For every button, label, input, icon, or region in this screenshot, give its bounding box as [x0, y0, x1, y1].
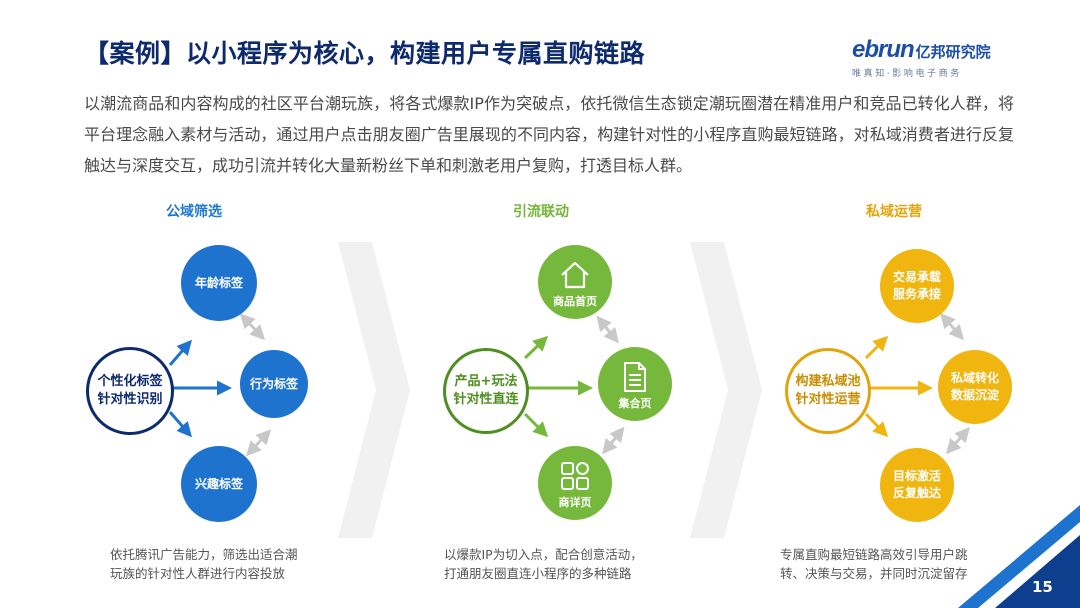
logo-wordmark: ebrun [852, 36, 915, 63]
caption-traffic: 以爆款IP为切入点，配合创意活动， 打通朋友圈直连小程序的多种链路 [444, 545, 643, 583]
node-label-line2: 数据沉淀 [950, 388, 999, 402]
chevron-divider-1 [338, 242, 410, 538]
node-behavior-tag: 行为标签 [240, 350, 308, 418]
center-node-traffic: 产品+玩法 针对性直连 [443, 348, 529, 434]
caption-line2: 玩族的针对性人群进行内容投放 [110, 566, 286, 581]
node-label-line1: 目标激活 [892, 469, 941, 483]
caption-line1: 依托腾讯广告能力，筛选出适合潮 [110, 547, 298, 562]
arrow-green-up [523, 335, 549, 360]
center-node-public: 个性化标签 针对性识别 [86, 347, 174, 435]
node-label-line2: 服务承接 [892, 287, 941, 301]
corner-stripe-1 [958, 505, 1080, 608]
node-label: 年龄标签 [194, 275, 243, 290]
node-detail-page: 商详页 [538, 446, 612, 520]
caption-line1: 以爆款IP为切入点，配合创意活动， [444, 547, 643, 562]
node-age-tag: 年龄标签 [181, 245, 257, 321]
center-label-line2: 针对性识别 [97, 392, 163, 407]
page-title: 【案例】以小程序为核心，构建用户专属直购链路 [84, 39, 646, 68]
arrow-gold-down [864, 412, 889, 438]
node-conversion-data: 私域转化 数据沉淀 [938, 350, 1012, 424]
node-activation-reach: 目标激活 反复触达 [880, 448, 954, 522]
node-label: 兴趣标签 [194, 476, 243, 491]
node-label: 行为标签 [249, 376, 298, 391]
center-label-line1: 个性化标签 [97, 374, 163, 389]
arrow-gold-up [864, 335, 889, 360]
grid-icon [556, 458, 594, 494]
logo-chinese-name: 亿邦研究院 [915, 43, 991, 61]
corner-stripe-2 [995, 535, 1080, 608]
center-node-private: 构建私域池 针对性运营 [785, 348, 871, 434]
center-label-line1: 构建私域池 [795, 374, 861, 389]
link-blue-bottom [245, 429, 272, 457]
link-green-bottom [602, 426, 625, 455]
link-gold-top [940, 312, 964, 341]
page-number: 15 [1032, 578, 1053, 596]
column-title-traffic: 引流联动 [513, 204, 569, 220]
link-blue-top [239, 313, 266, 341]
center-label-line2: 针对性运营 [795, 392, 861, 407]
house-icon [556, 257, 594, 293]
caption-line1: 专属直购最短链路高效引导用户跳 [780, 547, 968, 562]
node-transaction-service: 交易承载 服务承接 [880, 249, 954, 323]
arrow-blue-down [168, 411, 192, 438]
node-label-line1: 私域转化 [950, 371, 999, 385]
center-label-line2: 针对性直连 [453, 392, 519, 407]
document-icon [616, 359, 654, 395]
logo-slogan: 唯真知·影响电子商务 [852, 69, 962, 79]
intro-paragraph: 以潮流商品和内容构成的社区平台潮玩族，将各式爆款IP作为突破点，依托微信生态锁定… [84, 94, 1014, 175]
caption-line2: 转、决策与交易，并同时沉淀留存 [780, 566, 968, 581]
node-interest-tag: 兴趣标签 [181, 446, 257, 522]
chevron-divider-2 [690, 242, 762, 538]
node-label: 商详页 [558, 495, 592, 509]
center-label-line1: 产品+玩法 [454, 374, 518, 389]
node-collection-page: 集合页 [598, 347, 672, 421]
caption-public: 依托腾讯广告能力，筛选出适合潮 玩族的针对性人群进行内容投放 [110, 545, 298, 583]
node-product-homepage: 商品首页 [538, 245, 612, 319]
node-label: 集合页 [618, 396, 652, 410]
node-label-line1: 交易承载 [892, 270, 941, 284]
caption-private: 专属直购最短链路高效引导用户跳 转、决策与交易，并同时沉淀留存 [780, 545, 968, 583]
ebrun-logo: ebrun 亿邦研究院 唯真知·影响电子商务 [852, 36, 1022, 80]
node-label-line2: 反复触达 [892, 486, 941, 500]
node-label: 商品首页 [553, 294, 597, 308]
caption-line2: 打通朋友圈直连小程序的多种链路 [444, 566, 632, 581]
column-title-public: 公域筛选 [166, 204, 222, 220]
link-gold-bottom [946, 426, 970, 455]
arrow-blue-up [168, 339, 192, 366]
link-green-top [596, 315, 619, 344]
arrow-green-down [523, 412, 549, 438]
column-title-private: 私域运营 [866, 204, 922, 220]
